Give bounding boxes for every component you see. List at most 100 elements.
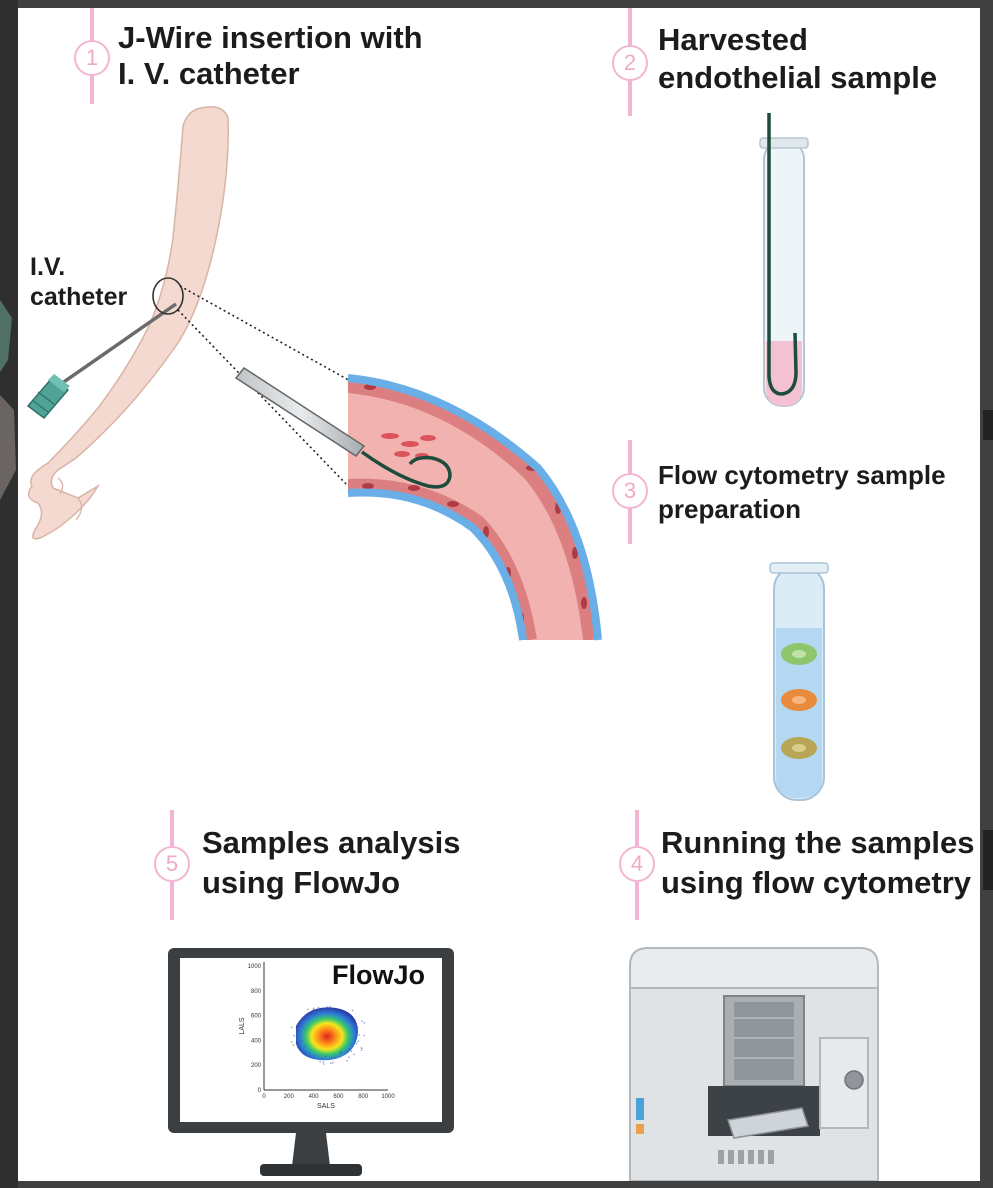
step-1-title-line: I. V. catheter (118, 56, 300, 91)
scatter-point (319, 1060, 321, 1063)
cytometer-knob (844, 1070, 864, 1090)
zoom-line (179, 285, 355, 384)
scatter-point (299, 1040, 302, 1043)
plot-x-tick-label: 0 (262, 1094, 266, 1100)
cytometer-side-panel (819, 1037, 869, 1129)
arm-illustration (27, 106, 229, 540)
plot-y-tick-label: 1000 (248, 964, 262, 970)
step-2-title: Harvested endothelial sample (658, 21, 937, 97)
scatter-point (346, 1050, 349, 1052)
density-cloud (296, 1007, 358, 1061)
scatter-point (361, 1047, 363, 1050)
plot-y-tick-label: 800 (251, 989, 262, 995)
plot-y-tick-label: 400 (251, 1038, 262, 1044)
finger-line (57, 477, 64, 495)
scatter-point (353, 1053, 355, 1055)
scatter-point (356, 1026, 359, 1029)
scatter-point (350, 1019, 353, 1021)
endothelial-layer-bottom (348, 478, 537, 640)
scatter-point (296, 1023, 299, 1026)
harvest-tube-illustration (759, 113, 809, 407)
iv-catheter-label: I.V. catheter (30, 252, 127, 312)
scatter-point (297, 1033, 300, 1036)
plot-y-tick-label: 200 (251, 1063, 262, 1069)
scatter-point (357, 1040, 360, 1043)
ghost-edge-mark (983, 830, 993, 890)
vessel-wall-inner (347, 488, 527, 641)
step-1-title-line: J-Wire insertion with (118, 20, 423, 55)
scatter-point (354, 1027, 357, 1029)
plot-x-tick-label: 800 (358, 1094, 369, 1100)
scatter-point (292, 1044, 295, 1046)
cytometer-top (629, 947, 879, 989)
step-2-title-line: endothelial sample (658, 60, 938, 95)
scatter-point (296, 1042, 299, 1045)
scatter-point (300, 1039, 303, 1042)
vessel-cross-section (234, 367, 602, 641)
scatter-point (346, 1059, 348, 1062)
scatter-point (355, 1042, 358, 1045)
catheter-sheath (234, 367, 366, 457)
scatter-point (302, 1026, 304, 1028)
scatter-point (351, 1009, 354, 1012)
plot-y-tick-label: 0 (258, 1088, 262, 1094)
ghost-hand-shape (0, 395, 16, 500)
plot-y-axis-label: LALS (239, 1017, 246, 1034)
iv-catheter-illustration (26, 302, 177, 420)
step-4-title: Running the samples using flow cytometry (661, 823, 974, 903)
status-light (636, 1098, 644, 1120)
scatter-point (355, 1036, 357, 1039)
scatter-point (348, 1056, 350, 1059)
plot-x-tick-label: 200 (284, 1094, 295, 1100)
scatter-point (308, 1052, 311, 1055)
endothelial-layer-top (348, 379, 597, 640)
scatter-point (322, 1061, 325, 1063)
iv-catheter-label-line: I.V. (30, 253, 66, 281)
scatter-point (350, 1050, 353, 1052)
scatter-point (299, 1020, 302, 1022)
scatter-point (293, 1034, 296, 1037)
arm-shape (27, 106, 229, 540)
scatter-point (313, 1012, 315, 1015)
scatter-point (334, 1012, 336, 1014)
j-wire (360, 450, 452, 489)
scatter-point (297, 1045, 300, 1048)
scatter-point (330, 1056, 333, 1059)
vent-slots (718, 1150, 774, 1164)
scatter-point (340, 1050, 343, 1053)
step-2-title-line: Harvested (658, 22, 808, 57)
insertion-site-marker (152, 277, 184, 315)
monitor-stand (260, 1164, 362, 1176)
scatter-point (295, 1036, 298, 1039)
finger-line (75, 497, 83, 521)
scatter-points (290, 1006, 366, 1065)
scatter-point (325, 1011, 328, 1014)
scatter-point (342, 1014, 345, 1017)
flowjo-logo: FlowJo (332, 960, 425, 990)
scatter-point (306, 1008, 309, 1011)
tube-wire (767, 113, 798, 396)
plot-x-axis-label: SALS (317, 1103, 335, 1110)
scatter-point (304, 1045, 306, 1048)
tube-rim (759, 137, 809, 149)
scatter-point (298, 1037, 300, 1039)
plot-x-tick-label: 400 (309, 1094, 320, 1100)
scatter-point (326, 1006, 329, 1008)
scatter-point (334, 1057, 336, 1059)
scatter-point (301, 1018, 304, 1021)
scatter-point (317, 1006, 320, 1009)
scatter-point (312, 1015, 314, 1018)
step-1-badge: 1 (74, 40, 110, 76)
scatter-point (360, 1049, 363, 1052)
scatter-point (323, 1063, 325, 1065)
step-5-badge: 5 (154, 846, 190, 882)
step-3-title-line: Flow cytometry sample (658, 460, 946, 490)
status-light (636, 1124, 644, 1134)
step-3-title-line: preparation (658, 494, 802, 524)
scatter-point (307, 1018, 310, 1020)
monitor-neck (292, 1133, 330, 1166)
step-3-badge: 3 (612, 473, 648, 509)
